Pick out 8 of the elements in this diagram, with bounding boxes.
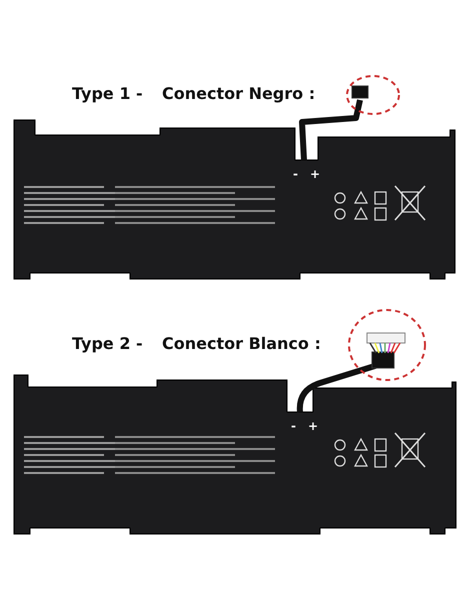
type-heading: Type 2 - xyxy=(72,336,143,352)
polarity-sign: + xyxy=(310,168,320,180)
connector-heading: Conector Blanco : xyxy=(162,336,321,352)
polarity-sign: + xyxy=(308,420,318,432)
type-heading: Type 1 - xyxy=(72,86,143,102)
polarity-sign: - xyxy=(293,168,298,180)
polarity-sign: - xyxy=(291,420,296,432)
connector-heading: Conector Negro : xyxy=(162,86,316,102)
